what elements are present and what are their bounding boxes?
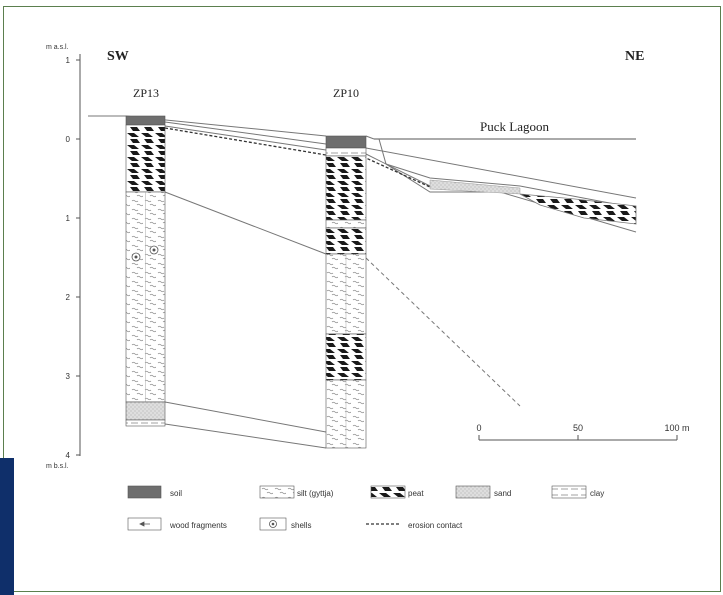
core-label-zp10: ZP10: [333, 86, 359, 100]
correlation-line: [164, 121, 327, 145]
scale-bar-label: 0: [476, 423, 481, 433]
wood-fragment-symbol: [139, 521, 150, 527]
axis-tick-label: 0: [66, 135, 71, 144]
layer-peat: [325, 333, 367, 381]
correlation-line: [164, 423, 327, 449]
erosion-contact-lines: [164, 127, 521, 407]
legend-label-soil: soil: [170, 489, 182, 498]
legend-label-shells: shells: [291, 521, 311, 530]
shells-symbol-dot: [134, 255, 138, 259]
correlation-line: [164, 125, 327, 151]
correlation-line: [365, 147, 637, 199]
layer-soil: [125, 115, 166, 126]
correlation-line: [164, 191, 327, 255]
legend-swatch-sand: [455, 485, 491, 499]
scale-bar-label: 50: [573, 423, 583, 433]
orientation-right-label: NE: [625, 49, 644, 64]
legend-label-sand: sand: [494, 489, 511, 498]
core-label-zp13: ZP13: [133, 86, 159, 100]
axis-tick-label: 2: [66, 293, 71, 302]
legend-label-wood: wood fragments: [169, 521, 227, 530]
layer-peat: [325, 227, 367, 255]
core-zp10: [325, 135, 367, 449]
shells-symbol-dot: [152, 248, 156, 252]
correlation-line: [365, 153, 431, 187]
legend-swatch-peat: [370, 485, 406, 499]
layer-silt: [325, 219, 367, 229]
layer-peat: [125, 124, 166, 193]
lagoon-peat-lens: [519, 193, 637, 225]
layer-clay: [125, 419, 166, 427]
layer-clay: [325, 147, 367, 157]
shells-symbol-dot: [271, 522, 275, 526]
correlation-lines: [88, 115, 637, 449]
lagoon-sand-layer: [429, 179, 521, 195]
axis-tick-label: 1: [66, 56, 71, 65]
lagoon-label: Puck Lagoon: [480, 119, 549, 134]
legend-label-clay: clay: [590, 489, 604, 498]
legend-swatch-soil: [127, 485, 162, 499]
legend-swatch-clay: [551, 485, 587, 499]
legend-label-silt: silt (gyttja): [297, 489, 334, 498]
axis-top-unit: m a.s.l.: [46, 44, 69, 51]
layer-peat: [325, 155, 367, 221]
figure-frame: [3, 6, 721, 592]
ground-surface-line: [88, 115, 327, 137]
legend-label-peat: peat: [408, 489, 424, 498]
lagoon-bottom-line: [385, 163, 637, 209]
legend: soil silt (gyttja) peat sand clay wood f…: [127, 485, 604, 531]
erosion-contact-line: [365, 257, 521, 407]
axis-bottom-unit: m b.s.l.: [46, 463, 69, 470]
legend-label-erosion: erosion contact: [408, 521, 463, 530]
scale-bar: 0 50 100 m: [476, 423, 690, 441]
ground-surface-line: [365, 135, 375, 140]
legend-swatch-silt: [259, 485, 295, 499]
core-zp13: [125, 115, 166, 427]
scale-bar-label: 100 m: [664, 423, 689, 433]
depth-axis: m a.s.l. 1 0 1 2 3 4 m b.s.l.: [46, 44, 81, 470]
layer-soil: [325, 135, 367, 149]
axis-tick-label: 3: [66, 372, 71, 381]
correlation-line: [164, 401, 327, 433]
axis-tick-label: 1: [66, 214, 71, 223]
orientation-left-label: SW: [107, 49, 129, 64]
axis-tick-label: 4: [66, 451, 71, 460]
side-accent-strip: [0, 458, 14, 595]
layer-sand: [125, 401, 166, 421]
